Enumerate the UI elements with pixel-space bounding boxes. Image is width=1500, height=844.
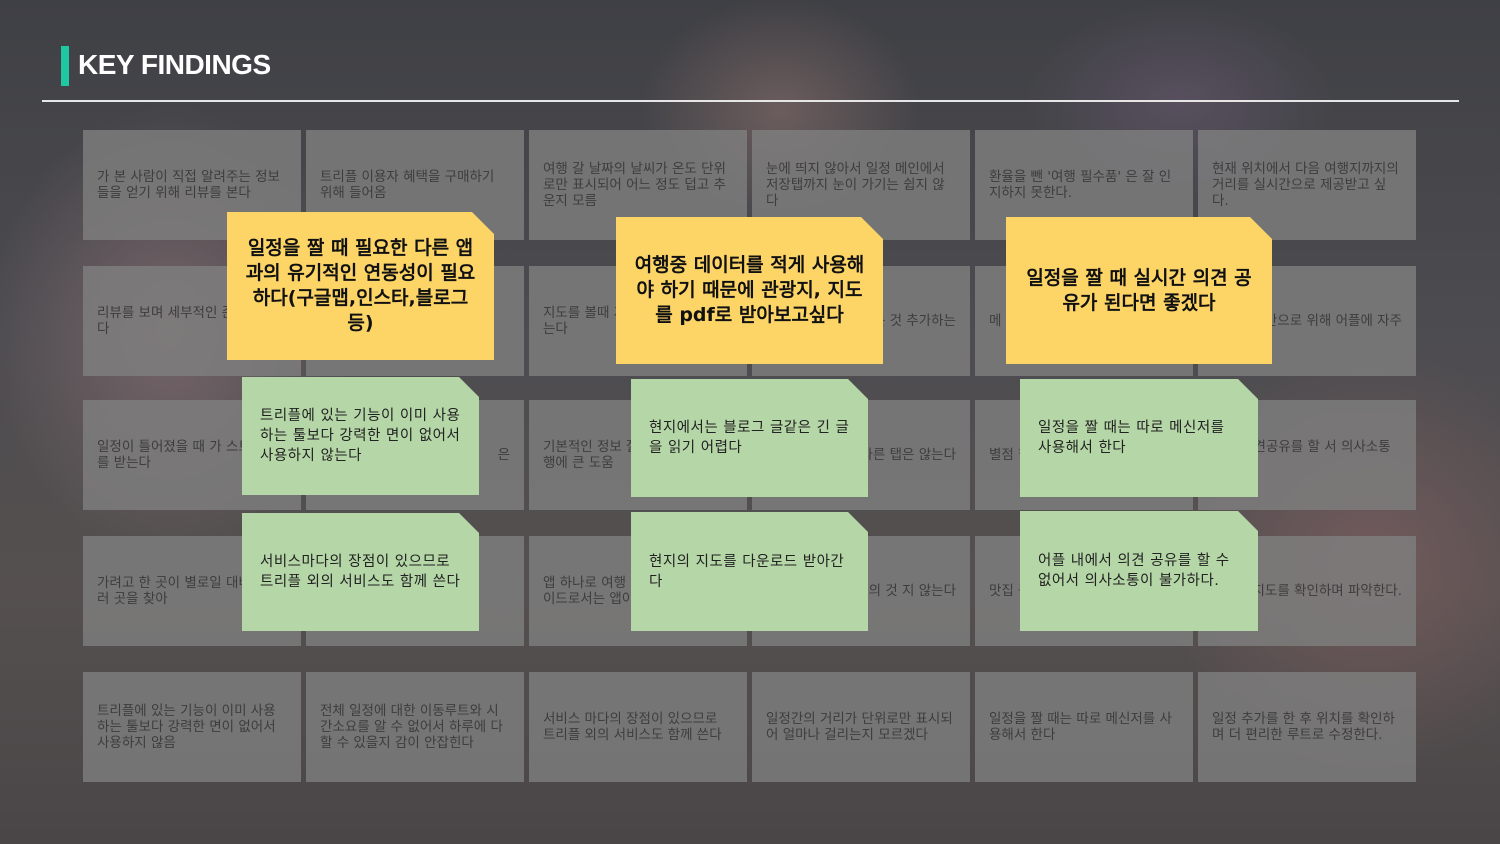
background-note: 트리플에 있는 기능이 이미 사용하는 툴보다 강력한 면이 없어서 사용하지 … [83,672,301,782]
key-finding-heading: 일정을 짤 때 필요한 다른 앱 과의 유기적인 연동성이 필요하다(구글맵,인… [227,212,494,360]
background-note: 일정을 짤 때는 따로 메신저를 사용해서 한다 [975,672,1193,782]
background-note: 전체 일정에 대한 이동루트와 시간소요를 알 수 없어서 하루에 다 할 수 … [306,672,524,782]
finding-note: 현지에서는 블로그 글같은 긴 글을 읽기 어렵다 [631,379,868,497]
finding-note: 일정을 짤 때는 따로 메신저를 사용해서 한다 [1020,379,1258,497]
title-accent-bar [61,46,69,86]
finding-note: 트리플에 있는 기능이 이미 사용하는 툴보다 강력한 면이 없어서 사용하지 … [242,377,479,495]
finding-note: 어플 내에서 의견 공유를 할 수 없어서 의사소통이 불가하다. [1020,511,1258,631]
finding-note: 서비스마다의 장점이 있으므로 트리플 외의 서비스도 함께 쓴다 [242,513,479,631]
key-finding-heading: 여행중 데이터를 적게 사용해야 하기 때문에 관광지, 지도를 pdf로 받아… [616,217,883,364]
title-divider [42,100,1459,102]
finding-note: 현지의 지도를 다운로드 받아간다 [631,512,868,631]
background-note: 서비스 마다의 장점이 있으므로 트리플 외의 서비스도 함께 쓴다 [529,672,747,782]
background-note: 일정 추가를 한 후 위치를 확인하며 더 편리한 루트로 수정한다. [1198,672,1416,782]
background-note: 일정간의 거리가 단위로만 표시되어 얼마나 걸리는지 모르겠다 [752,672,970,782]
key-finding-heading: 일정을 짤 때 실시간 의견 공유가 된다면 좋겠다 [1006,217,1272,364]
page-title: KEY FINDINGS [78,49,271,80]
